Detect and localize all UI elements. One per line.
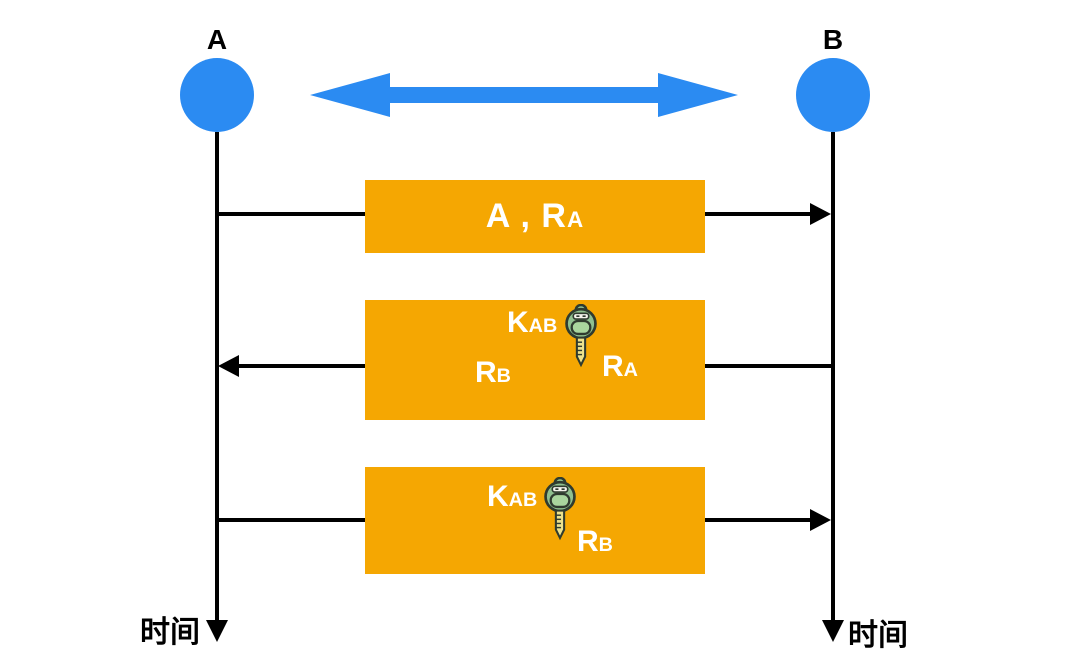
message-2-term-rb: RB [475, 356, 511, 389]
message-3-line-left [217, 518, 365, 522]
message-3-box: KAB RB [365, 467, 705, 574]
lifeline-b-arrowhead-icon [822, 620, 844, 642]
message-1-arrowhead-icon [810, 203, 831, 225]
actor-a-label: A [206, 24, 228, 55]
key-icon [565, 304, 597, 368]
message-2-line-left [238, 364, 365, 368]
message-2-key-label: KAB [507, 306, 558, 339]
lifeline-b [831, 132, 835, 620]
message-1-label: A , RA [485, 197, 585, 235]
actor-b-node [796, 58, 870, 132]
message-2-line-right [705, 364, 831, 368]
message-3-line-right [705, 518, 811, 522]
lifeline-a [215, 132, 219, 620]
time-label-a: 时间 [140, 616, 200, 649]
bidirectional-arrow-icon [310, 73, 738, 117]
message-2-arrowhead-icon [218, 355, 239, 377]
actor-b-label: B [822, 24, 844, 55]
message-3-arrowhead-icon [810, 509, 831, 531]
actor-a-node [180, 58, 254, 132]
message-1-line-left [217, 212, 365, 216]
message-2-term-ra: RA [602, 350, 638, 383]
lifeline-a-arrowhead-icon [206, 620, 228, 642]
message-1-line-right [705, 212, 811, 216]
message-2-box: KAB RB RA [365, 300, 705, 420]
message-3-term-rb: RB [577, 525, 613, 558]
message-1-box: A , RA [365, 180, 705, 253]
key-icon [544, 477, 576, 541]
message-3-key-label: KAB [487, 480, 538, 513]
time-label-b: 时间 [848, 619, 908, 652]
